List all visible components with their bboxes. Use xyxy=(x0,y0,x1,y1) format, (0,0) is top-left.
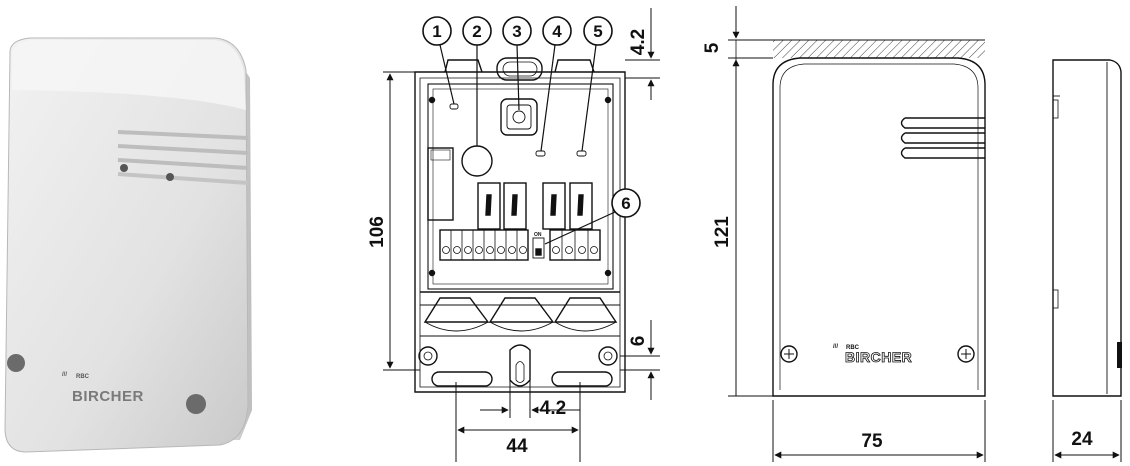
dim-depth: 24 xyxy=(1071,429,1093,450)
dim-hole-offset: 4.2 xyxy=(540,398,566,419)
product-photo: /// RBC BIRCHER xyxy=(4,37,252,453)
photo-logo: /// RBC BIRCHER xyxy=(62,372,144,405)
side-view-dimensions xyxy=(1052,400,1122,462)
dim-width: 75 xyxy=(861,431,883,452)
logo-prefix: RBC xyxy=(76,374,90,380)
svg-text:1: 1 xyxy=(432,22,441,41)
mounting-hole xyxy=(186,394,206,414)
callout-4: 4 xyxy=(540,16,572,152)
dim-hole-spacing: 44 xyxy=(506,436,528,457)
closed-front-view xyxy=(772,39,986,397)
switch-label: ON xyxy=(534,232,542,238)
svg-text:///: /// xyxy=(62,372,67,378)
callout-6: 6 xyxy=(544,188,641,245)
svg-text:3: 3 xyxy=(512,22,521,41)
vent-ribs xyxy=(900,117,985,159)
dim-top-offset: 4.2 xyxy=(628,29,649,55)
mounting-hole xyxy=(7,354,25,372)
closed-view-dimensions xyxy=(728,6,986,462)
svg-text:5: 5 xyxy=(593,22,602,41)
callout-1: 1 xyxy=(422,16,455,105)
callout-3: 3 xyxy=(502,16,532,111)
svg-text:///: /// xyxy=(833,344,838,350)
closed-logo: /// RBC BIRCHER xyxy=(833,344,912,365)
svg-text:4: 4 xyxy=(552,22,562,41)
logo-brand: BIRCHER xyxy=(72,388,144,405)
logo-prefix: RBC xyxy=(846,345,860,351)
callout-2: 2 xyxy=(462,16,492,146)
open-front-view: ON xyxy=(414,57,626,393)
side-view xyxy=(1052,59,1122,397)
svg-text:6: 6 xyxy=(621,194,630,213)
logo-brand: BIRCHER xyxy=(845,349,912,365)
svg-text:2: 2 xyxy=(472,22,481,41)
led-indicator xyxy=(166,173,174,181)
dim-top-margin: 5 xyxy=(702,42,723,53)
callouts: 1 2 3 4 5 6 xyxy=(422,16,641,245)
vent-ribs xyxy=(117,130,249,185)
dim-inner-height: 106 xyxy=(367,216,388,248)
callout-5: 5 xyxy=(581,16,613,152)
dim-height: 121 xyxy=(712,216,733,248)
dim-bottom-offset: 6 xyxy=(628,336,649,347)
open-view-dimensions xyxy=(383,8,660,462)
led-indicator xyxy=(120,164,128,172)
